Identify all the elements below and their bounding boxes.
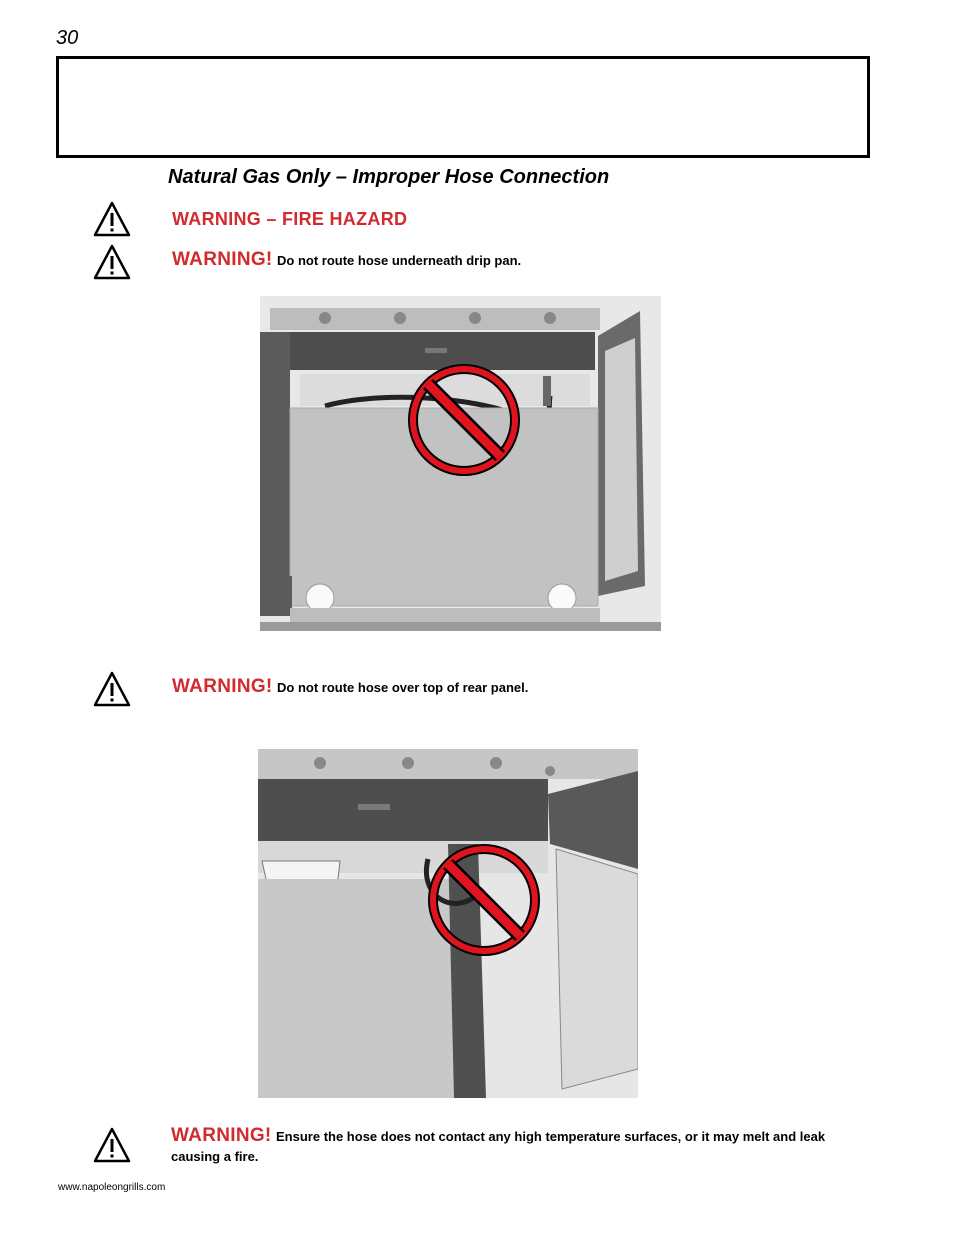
warning-triangle-icon: [93, 201, 131, 237]
prohibited-sign-icon: [408, 364, 520, 476]
warning-text: Do not route hose underneath drip pan.: [277, 253, 522, 268]
warning-high-temperature: WARNING! Ensure the hose does not contac…: [171, 1126, 861, 1167]
section-title: Natural Gas Only – Improper Hose Connect…: [168, 166, 610, 188]
warning-heading: WARNING!: [172, 249, 273, 270]
footer-website: www.napoleongrills.com: [58, 1182, 166, 1193]
warning-text: Ensure the hose does not contact any hig…: [171, 1129, 826, 1164]
warning-triangle-icon: [93, 244, 131, 280]
warning-fire-hazard-heading: WARNING – FIRE HAZARD: [172, 209, 408, 229]
warning-triangle-icon: [93, 1127, 131, 1163]
warning-drip-pan: WARNING! Do not route hose underneath dr…: [172, 249, 521, 271]
grill-rear-photo: [258, 749, 638, 1098]
warning-text: Do not route hose over top of rear panel…: [277, 680, 529, 695]
warning-heading: WARNING!: [172, 676, 273, 697]
blank-notice-box: [56, 56, 870, 158]
grill-underside-photo: [260, 296, 661, 631]
warning-triangle-icon: [93, 671, 131, 707]
page-number: 30: [56, 27, 79, 49]
warning-rear-panel: WARNING! Do not route hose over top of r…: [172, 676, 528, 698]
prohibited-sign-icon: [428, 844, 540, 956]
warning-heading: WARNING!: [171, 1125, 272, 1146]
